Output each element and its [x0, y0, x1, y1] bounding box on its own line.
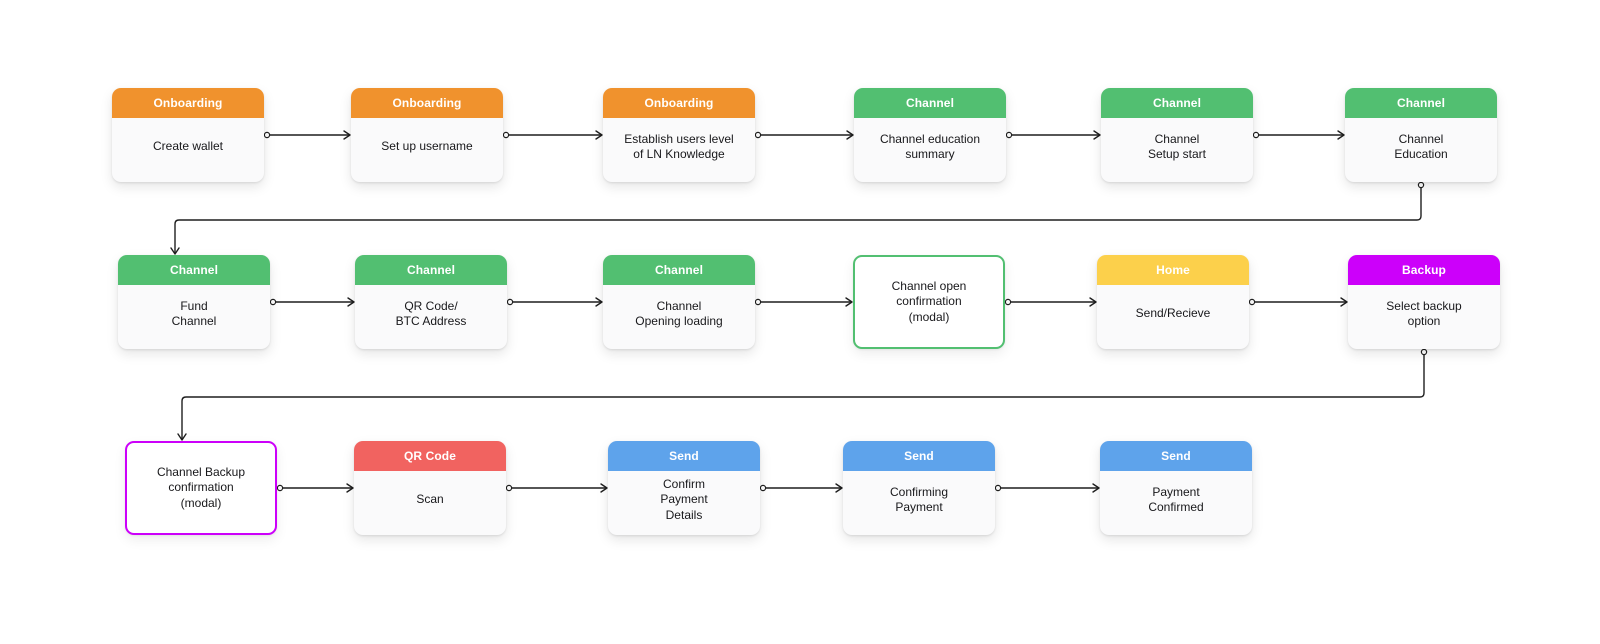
connector-source-dot [754, 298, 762, 306]
node-body-label: Set up username [381, 139, 473, 154]
connector-source-dot [276, 484, 284, 492]
connector-channel-open-confirmation-modal-to-send-receive[interactable] [1004, 297, 1097, 307]
node-header-label: Channel [1345, 88, 1497, 118]
connector-source-dot [1252, 131, 1260, 139]
connector-source-dot [502, 131, 510, 139]
connector-fund-channel-to-qr-code-btc-address[interactable] [269, 297, 355, 307]
node-header-label: Send [608, 441, 760, 471]
flow-node-qr-code-btc-address[interactable]: Channel QR Code/ BTC Address [355, 255, 507, 349]
node-body-label: Channel open confirmation (modal) [891, 278, 967, 324]
node-body-label: Send/Recieve [1135, 306, 1211, 321]
node-body-label: Confirm Payment Details [660, 476, 708, 522]
node-body-label: Fund Channel [171, 298, 217, 328]
connector-set-up-username-to-establish-ln-knowledge[interactable] [502, 130, 603, 140]
connector-source-dot [1005, 131, 1013, 139]
node-body-label: Channel education summary [879, 131, 981, 161]
node-body-label: QR Code/ BTC Address [395, 298, 467, 328]
node-header-label: Backup [1348, 255, 1500, 285]
node-header-label: Onboarding [603, 88, 755, 118]
connector-channel-setup-start-to-channel-education[interactable] [1252, 130, 1345, 140]
node-header-label: Channel [355, 255, 507, 285]
node-body-label: Channel Backup confirmation (modal) [156, 464, 246, 510]
connector-create-wallet-to-set-up-username[interactable] [263, 130, 351, 140]
node-header-label: Send [1100, 441, 1252, 471]
connector-source-dot [1420, 348, 1428, 356]
node-header-label: Channel [854, 88, 1006, 118]
flow-node-channel-backup-confirmation-modal[interactable]: Channel Backup confirmation (modal) [125, 441, 277, 535]
connector-send-receive-to-select-backup-option[interactable] [1248, 297, 1348, 307]
node-body-label: Create wallet [152, 139, 224, 154]
connector-source-dot [754, 131, 762, 139]
node-body-label: Scan [416, 492, 444, 507]
connector-qr-code-scan-to-confirm-payment-details[interactable] [505, 483, 608, 493]
connector-establish-ln-knowledge-to-channel-education-summary[interactable] [754, 130, 854, 140]
node-header-label: Home [1097, 255, 1249, 285]
connector-source-dot [994, 484, 1002, 492]
node-body-label: Channel Opening loading [635, 298, 723, 328]
node-header-label: Channel [1101, 88, 1253, 118]
connector-channel-backup-confirmation-modal-to-qr-code-scan[interactable] [276, 483, 354, 493]
connector-source-dot [1004, 298, 1012, 306]
connector-confirm-payment-details-to-confirming-payment[interactable] [759, 483, 843, 493]
flow-node-channel-open-confirmation-modal[interactable]: Channel open confirmation (modal) [853, 255, 1005, 349]
node-body-label: Channel Setup start [1147, 131, 1207, 161]
connector-source-dot [1248, 298, 1256, 306]
node-body-label: Establish users level of LN Knowledge [624, 131, 734, 161]
connector-source-dot [759, 484, 767, 492]
connector-qr-code-btc-address-to-channel-opening-loading[interactable] [506, 297, 603, 307]
connector-channel-opening-loading-to-channel-open-confirmation-modal[interactable] [754, 297, 853, 307]
connector-source-dot [263, 131, 271, 139]
node-header-label: Onboarding [112, 88, 264, 118]
connector-channel-education-summary-to-channel-setup-start[interactable] [1005, 130, 1101, 140]
connector-source-dot [269, 298, 277, 306]
node-body-label: Select backup option [1386, 298, 1462, 328]
connector-source-dot [1417, 181, 1425, 189]
node-header-label: Send [843, 441, 995, 471]
node-header-label: Channel [118, 255, 270, 285]
node-body-label: Channel Education [1394, 131, 1448, 161]
node-header-label: QR Code [354, 441, 506, 471]
node-body-label: Payment Confirmed [1148, 484, 1204, 514]
connector-source-dot [505, 484, 513, 492]
connector-confirming-payment-to-payment-confirmed[interactable] [994, 483, 1100, 493]
node-header-label: Channel [603, 255, 755, 285]
connector-select-backup-option-to-channel-backup-confirmation-modal[interactable] [177, 348, 1428, 441]
node-body-label: Confirming Payment [889, 484, 949, 514]
connector-source-dot [506, 298, 514, 306]
connector-channel-education-to-fund-channel[interactable] [170, 181, 1425, 255]
node-header-label: Onboarding [351, 88, 503, 118]
